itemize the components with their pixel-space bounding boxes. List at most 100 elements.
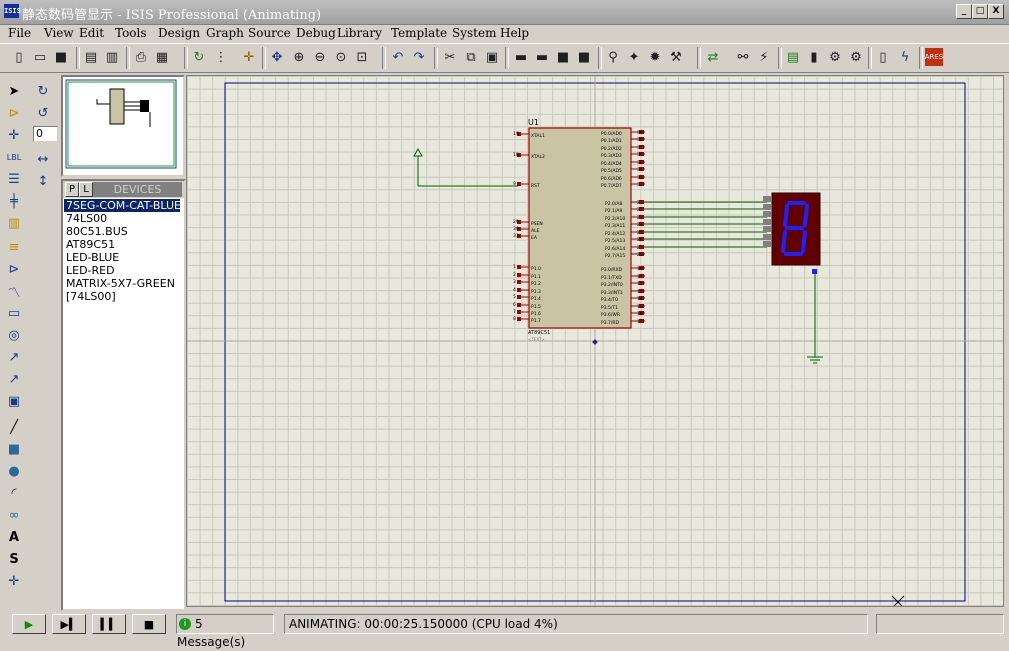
property-assign-icon[interactable]: ⚡ xyxy=(759,49,769,65)
text-editor-icon[interactable]: ▯ xyxy=(879,49,887,65)
menu-debug[interactable]: Debug xyxy=(296,26,336,40)
tape-icon[interactable]: ▭ xyxy=(7,305,21,321)
print-icon[interactable]: ⎙ xyxy=(135,49,147,65)
ares-icon[interactable]: ARES xyxy=(925,48,943,66)
save-icon[interactable]: ■ xyxy=(54,49,68,65)
device-item[interactable]: MATRIX-5X7-GREEN xyxy=(66,277,175,290)
device-item[interactable]: 7SEG-COM-CAT-BLUE xyxy=(64,199,181,212)
undo-icon[interactable]: ↶ xyxy=(392,49,404,65)
pan-icon[interactable]: ✥ xyxy=(271,49,283,65)
print-area-icon[interactable]: ▦ xyxy=(155,49,169,65)
redo-icon[interactable]: ↷ xyxy=(413,49,425,65)
netlist-icon[interactable]: ▤ xyxy=(786,49,800,65)
electrical-rules-icon[interactable]: ⚙ xyxy=(829,49,841,65)
cut-icon[interactable]: ✂ xyxy=(444,49,456,65)
minimize-button[interactable]: _ xyxy=(956,4,972,19)
subcircuit-icon[interactable]: ▥ xyxy=(7,215,21,231)
grid-icon[interactable]: ⋮ xyxy=(214,49,228,65)
pick-devices-button[interactable]: P xyxy=(65,182,79,197)
netlist-to-ares-icon[interactable]: ⚙ xyxy=(850,49,862,65)
bus-icon[interactable]: ╪ xyxy=(10,193,18,209)
path-icon[interactable]: ∞ xyxy=(8,507,20,523)
wire-autorouter-icon[interactable]: ⇄ xyxy=(707,49,719,65)
arc-icon[interactable]: ◜ xyxy=(11,485,17,501)
pick-device-icon[interactable]: ⚲ xyxy=(608,49,618,65)
circle-icon[interactable]: ● xyxy=(8,463,20,479)
symbol-icon[interactable]: S xyxy=(9,551,19,567)
menu-design[interactable]: Design xyxy=(158,26,201,40)
schematic-canvas[interactable]: U1 AT89C51 <TEXT> XTAL1 19 XTAL2 18 RST … xyxy=(186,75,1004,607)
menu-graph[interactable]: Graph xyxy=(206,26,244,40)
close-button[interactable]: X xyxy=(988,4,1004,19)
maximize-button[interactable]: □ xyxy=(972,4,988,19)
device-item[interactable]: 74LS00 xyxy=(66,212,108,225)
package-icon[interactable]: ✹ xyxy=(649,49,661,65)
block-copy-icon[interactable]: ▬ xyxy=(514,49,528,65)
pause-icon[interactable]: ▍▍ xyxy=(92,614,126,634)
menu-system[interactable]: System xyxy=(452,26,497,40)
terminal-icon[interactable]: ≡ xyxy=(8,239,20,255)
decompose-icon[interactable]: ⚒ xyxy=(670,49,682,65)
virtual-instrument-icon[interactable]: ▣ xyxy=(7,393,21,409)
refresh-icon[interactable]: ↻ xyxy=(193,49,205,65)
wire-label-icon[interactable]: LBL xyxy=(6,152,22,162)
device-item[interactable]: AT89C51 xyxy=(66,238,116,251)
overview-window[interactable] xyxy=(61,75,185,177)
marker-icon[interactable]: ✛ xyxy=(8,573,20,589)
bill-of-materials-icon[interactable]: ▮ xyxy=(810,49,818,65)
mirror-vertical-icon[interactable]: ↕ xyxy=(37,173,49,189)
component-icon[interactable]: ⊳ xyxy=(8,105,20,121)
graph-icon[interactable]: 〽 xyxy=(7,285,21,301)
box-icon[interactable]: ■ xyxy=(7,441,21,457)
origin-icon[interactable]: ✛ xyxy=(243,49,255,65)
zoom-area-icon[interactable]: ⊡ xyxy=(356,49,368,65)
menu-source[interactable]: Source xyxy=(248,26,291,40)
zoom-all-icon[interactable]: ⊙ xyxy=(335,49,347,65)
stop-icon[interactable]: ■ xyxy=(132,614,166,634)
current-probe-icon[interactable]: ↗ xyxy=(8,371,20,387)
svg-text:17: 17 xyxy=(637,319,643,325)
library-manager-button[interactable]: L xyxy=(79,182,93,197)
svg-text:P3.3/INT1: P3.3/INT1 xyxy=(601,290,623,296)
select-icon[interactable]: ➤ xyxy=(8,83,20,99)
voltage-probe-icon[interactable]: ↗ xyxy=(8,349,20,365)
device-pin-icon[interactable]: ⊳ xyxy=(8,261,20,277)
menu-edit[interactable]: Edit xyxy=(79,26,105,40)
rotate-clockwise-icon[interactable]: ↻ xyxy=(37,83,49,99)
menu-tools[interactable]: Tools xyxy=(115,26,147,40)
menu-template[interactable]: Template xyxy=(391,26,448,40)
device-item[interactable]: LED-BLUE xyxy=(66,251,120,264)
text-script-icon[interactable]: ☰ xyxy=(8,171,20,187)
search-tag-icon[interactable]: ⚯ xyxy=(737,49,749,65)
make-device-icon[interactable]: ✦ xyxy=(628,49,640,65)
paste-icon[interactable]: ▣ xyxy=(485,49,499,65)
zoom-out-icon[interactable]: ⊖ xyxy=(314,49,326,65)
new-file-icon[interactable]: ▯ xyxy=(15,49,23,65)
export-icon[interactable]: ▥ xyxy=(105,49,119,65)
block-move-icon[interactable]: ▬ xyxy=(535,49,549,65)
simulate-icon[interactable]: ϟ xyxy=(900,49,910,65)
rotation-angle-field[interactable]: 0 xyxy=(33,126,58,142)
block-delete-icon[interactable]: ■ xyxy=(577,49,591,65)
device-item[interactable]: 80C51.BUS xyxy=(66,225,128,238)
menu-help[interactable]: Help xyxy=(500,26,530,40)
step-icon[interactable]: ▶▍ xyxy=(52,614,86,634)
menu-file[interactable]: File xyxy=(8,26,32,40)
play-icon[interactable]: ▶ xyxy=(12,614,46,634)
generator-icon[interactable]: ◎ xyxy=(8,327,20,343)
zoom-in-icon[interactable]: ⊕ xyxy=(293,49,305,65)
import-icon[interactable]: ▤ xyxy=(84,49,98,65)
line-icon[interactable]: ╱ xyxy=(10,419,18,435)
copy-icon[interactable]: ⧉ xyxy=(466,49,476,65)
open-file-icon[interactable]: ▭ xyxy=(33,49,47,65)
block-rotate-icon[interactable]: ■ xyxy=(556,49,570,65)
rotate-anticlockwise-icon[interactable]: ↺ xyxy=(37,105,49,121)
text-icon[interactable]: A xyxy=(8,529,20,545)
device-item[interactable]: LED-RED xyxy=(66,264,115,277)
device-item[interactable]: [74LS00] xyxy=(66,290,116,303)
menu-library[interactable]: Library xyxy=(337,26,382,40)
mirror-horizontal-icon[interactable]: ↔ xyxy=(37,151,49,167)
menu-view[interactable]: View xyxy=(44,26,74,40)
junction-icon[interactable]: ✛ xyxy=(8,127,20,143)
